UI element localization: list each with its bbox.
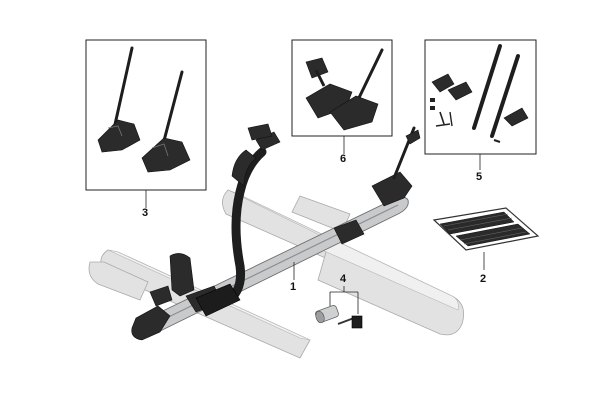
callout-4: 4 bbox=[340, 273, 347, 285]
callout-1: 1 bbox=[290, 281, 296, 293]
callout-5: 5 bbox=[476, 171, 482, 183]
callout-6: 6 bbox=[340, 153, 346, 165]
bike-carrier-assembly bbox=[131, 123, 421, 341]
small-parts-kit bbox=[315, 305, 363, 329]
mounting-rods-kit bbox=[430, 44, 529, 143]
part-5-box bbox=[424, 39, 537, 155]
frame-holder-clamps bbox=[305, 48, 384, 131]
adapter-frame bbox=[432, 207, 540, 251]
wheel-holders-pair bbox=[97, 46, 191, 173]
callout-2: 2 bbox=[480, 273, 486, 285]
leader-lines bbox=[145, 136, 485, 314]
callout-3: 3 bbox=[142, 207, 148, 219]
part-6-box bbox=[291, 39, 393, 137]
